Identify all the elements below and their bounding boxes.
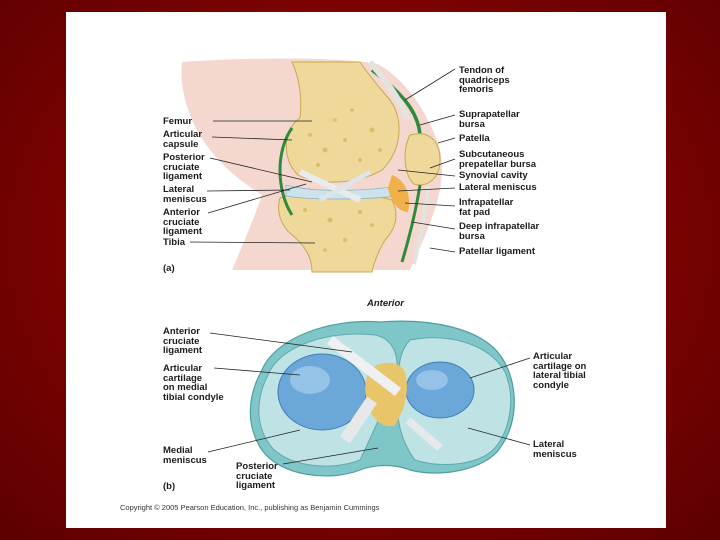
label-tibia: Tibia <box>163 238 185 248</box>
label-b-posterior-cruciate: Posterior cruciate ligament <box>236 462 278 491</box>
panel-a-letter: (a) <box>163 264 175 274</box>
label-posterior-cruciate-ligament: Posterior cruciate ligament <box>163 153 205 182</box>
label-suprapatellar-bursa: Suprapatellar bursa <box>459 110 520 129</box>
patella <box>405 134 440 185</box>
tibial-plateau-illustration <box>250 321 514 476</box>
label-b-medial-meniscus: Medial meniscus <box>163 446 207 465</box>
lateral-condyle-cartilage <box>406 362 474 418</box>
label-b-lateral-meniscus: Lateral meniscus <box>533 440 577 459</box>
label-infrapatellar-fat-pad: Infrapatellar fat pad <box>459 198 513 217</box>
label-lateral-meniscus-left: Lateral meniscus <box>163 185 207 204</box>
label-deep-infrapatellar-bursa: Deep infrapatellar bursa <box>459 222 539 241</box>
copyright-notice: Copyright © 2005 Pearson Education, Inc.… <box>120 503 379 512</box>
panel-b-letter: (b) <box>163 482 175 492</box>
label-patellar-ligament: Patellar ligament <box>459 247 535 257</box>
label-articular-capsule: Articular capsule <box>163 130 202 149</box>
label-b-cartilage-lateral: Articular cartilage on lateral tibial co… <box>533 352 586 390</box>
label-synovial-cavity: Synovial cavity <box>459 171 528 181</box>
label-anterior: Anterior <box>367 299 404 309</box>
label-tendon-quadriceps: Tendon of quadriceps femoris <box>459 66 510 95</box>
label-anterior-cruciate-ligament: Anterior cruciate ligament <box>163 208 202 237</box>
label-lateral-meniscus-right: Lateral meniscus <box>459 183 537 193</box>
label-subcutaneous-bursa: Subcutaneous prepatellar bursa <box>459 150 536 169</box>
label-b-anterior-cruciate: Anterior cruciate ligament <box>163 327 202 356</box>
label-b-cartilage-medial: Articular cartilage on medial tibial con… <box>163 364 224 402</box>
label-femur: Femur <box>163 117 192 127</box>
knee-sagittal-illustration <box>181 59 442 273</box>
label-patella: Patella <box>459 134 490 144</box>
